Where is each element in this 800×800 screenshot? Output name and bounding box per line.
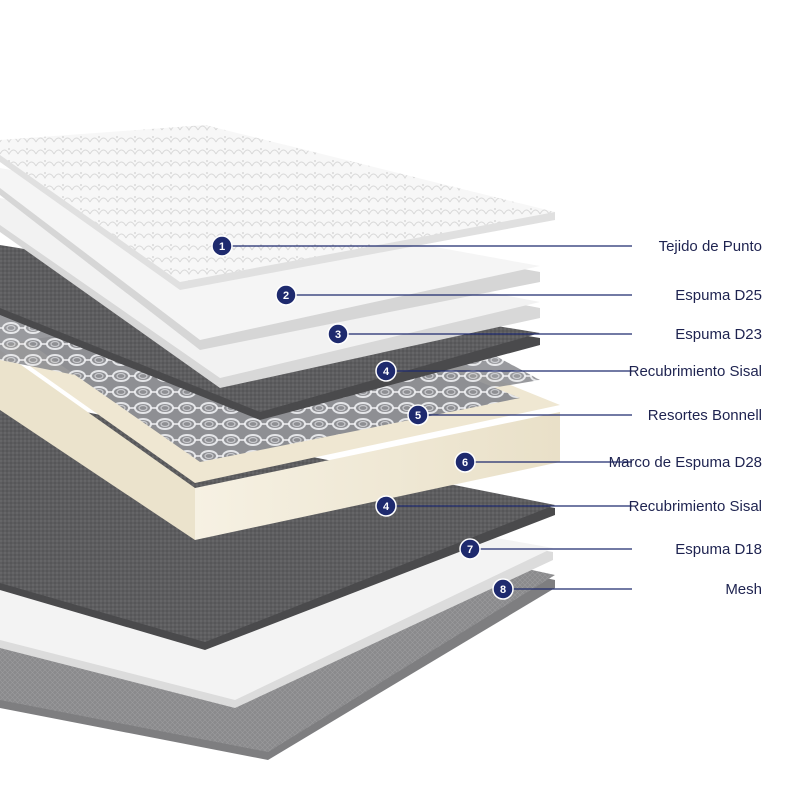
callout-badge <box>454 451 476 473</box>
callout-8: 7 Espuma D18 <box>459 538 762 560</box>
callout-badge <box>275 284 297 306</box>
callout-number: 6 <box>462 457 468 469</box>
callout-badge <box>375 360 397 382</box>
callout-number: 4 <box>383 366 390 378</box>
callout-label: Resortes Bonnell <box>648 407 762 424</box>
callout-7: 4 Recubrimiento Sisal <box>375 495 762 517</box>
callout-number: 5 <box>415 410 421 422</box>
callout-number: 3 <box>335 329 341 341</box>
callout-number: 4 <box>383 501 390 513</box>
callout-badge <box>492 578 514 600</box>
callout-number: 2 <box>283 290 289 302</box>
callout-label: Tejido de Punto <box>659 238 762 255</box>
callout-label: Recubrimiento Sisal <box>629 363 762 380</box>
callout-2: 2 Espuma D25 <box>275 284 762 306</box>
callout-9: 8 Mesh <box>492 578 762 600</box>
callout-3: 3 Espuma D23 <box>327 323 762 345</box>
callout-label: Recubrimiento Sisal <box>629 498 762 515</box>
callout-badge <box>375 495 397 517</box>
callout-5: 5 Resortes Bonnell <box>407 404 762 426</box>
callout-number: 8 <box>500 584 506 596</box>
callout-label: Espuma D25 <box>675 287 762 304</box>
callout-number: 7 <box>467 544 473 556</box>
callout-badge <box>327 323 349 345</box>
callout-label: Espuma D18 <box>675 541 762 558</box>
callout-badge <box>459 538 481 560</box>
callout-badge <box>407 404 429 426</box>
callout-label: Mesh <box>725 581 762 598</box>
callout-number: 1 <box>219 241 225 253</box>
callout-label: Espuma D23 <box>675 326 762 343</box>
callout-label: Marco de Espuma D28 <box>609 454 762 471</box>
callout-1: 1 Tejido de Punto <box>211 235 762 257</box>
layer-knit-fabric <box>0 125 555 290</box>
callout-badge <box>211 235 233 257</box>
callout-4: 4 Recubrimiento Sisal <box>375 360 762 382</box>
callout-6: 6 Marco de Espuma D28 <box>454 451 762 473</box>
